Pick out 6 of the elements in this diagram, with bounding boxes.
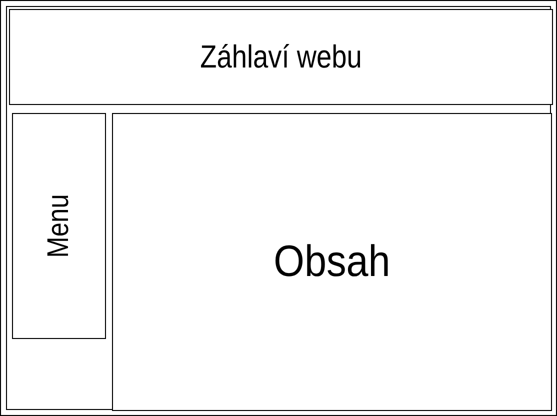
content-box [112, 113, 552, 411]
menu-label: Menu [42, 194, 76, 258]
header-title: Záhlaví webu [200, 38, 362, 76]
menu-box [12, 113, 106, 339]
content-label: Obsah [274, 237, 390, 287]
header-box [9, 9, 553, 105]
